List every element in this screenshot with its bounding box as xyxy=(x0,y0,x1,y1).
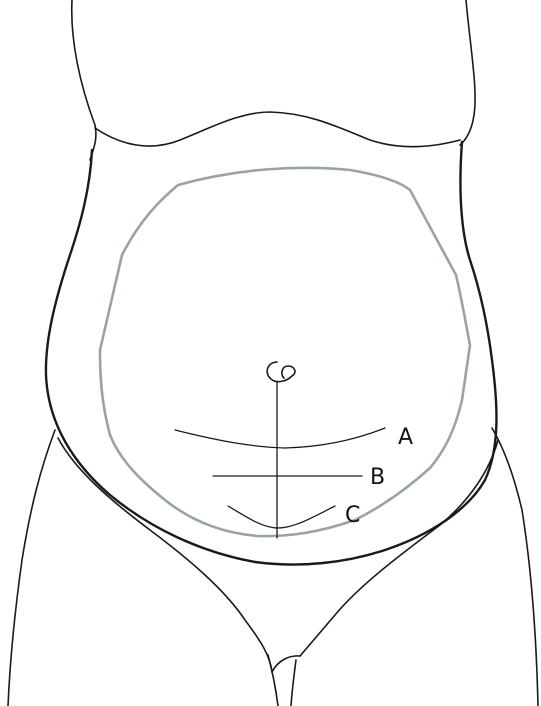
label-c: C xyxy=(345,503,360,528)
incision-line-c xyxy=(228,506,335,528)
inner-left-leg xyxy=(268,655,278,706)
left-thigh xyxy=(8,430,55,706)
left-groin-line xyxy=(58,438,272,672)
label-b: B xyxy=(370,465,385,490)
right-thigh xyxy=(492,428,538,706)
torso-right-edge xyxy=(460,0,475,145)
torso-left-edge xyxy=(72,0,96,160)
chest-lower-line xyxy=(95,112,460,147)
label-a: A xyxy=(398,425,413,450)
incision-line-a xyxy=(175,428,385,448)
right-groin-line xyxy=(300,440,498,656)
inner-right-leg xyxy=(291,660,296,706)
navel-icon xyxy=(267,362,295,382)
belly-ring xyxy=(100,168,470,536)
